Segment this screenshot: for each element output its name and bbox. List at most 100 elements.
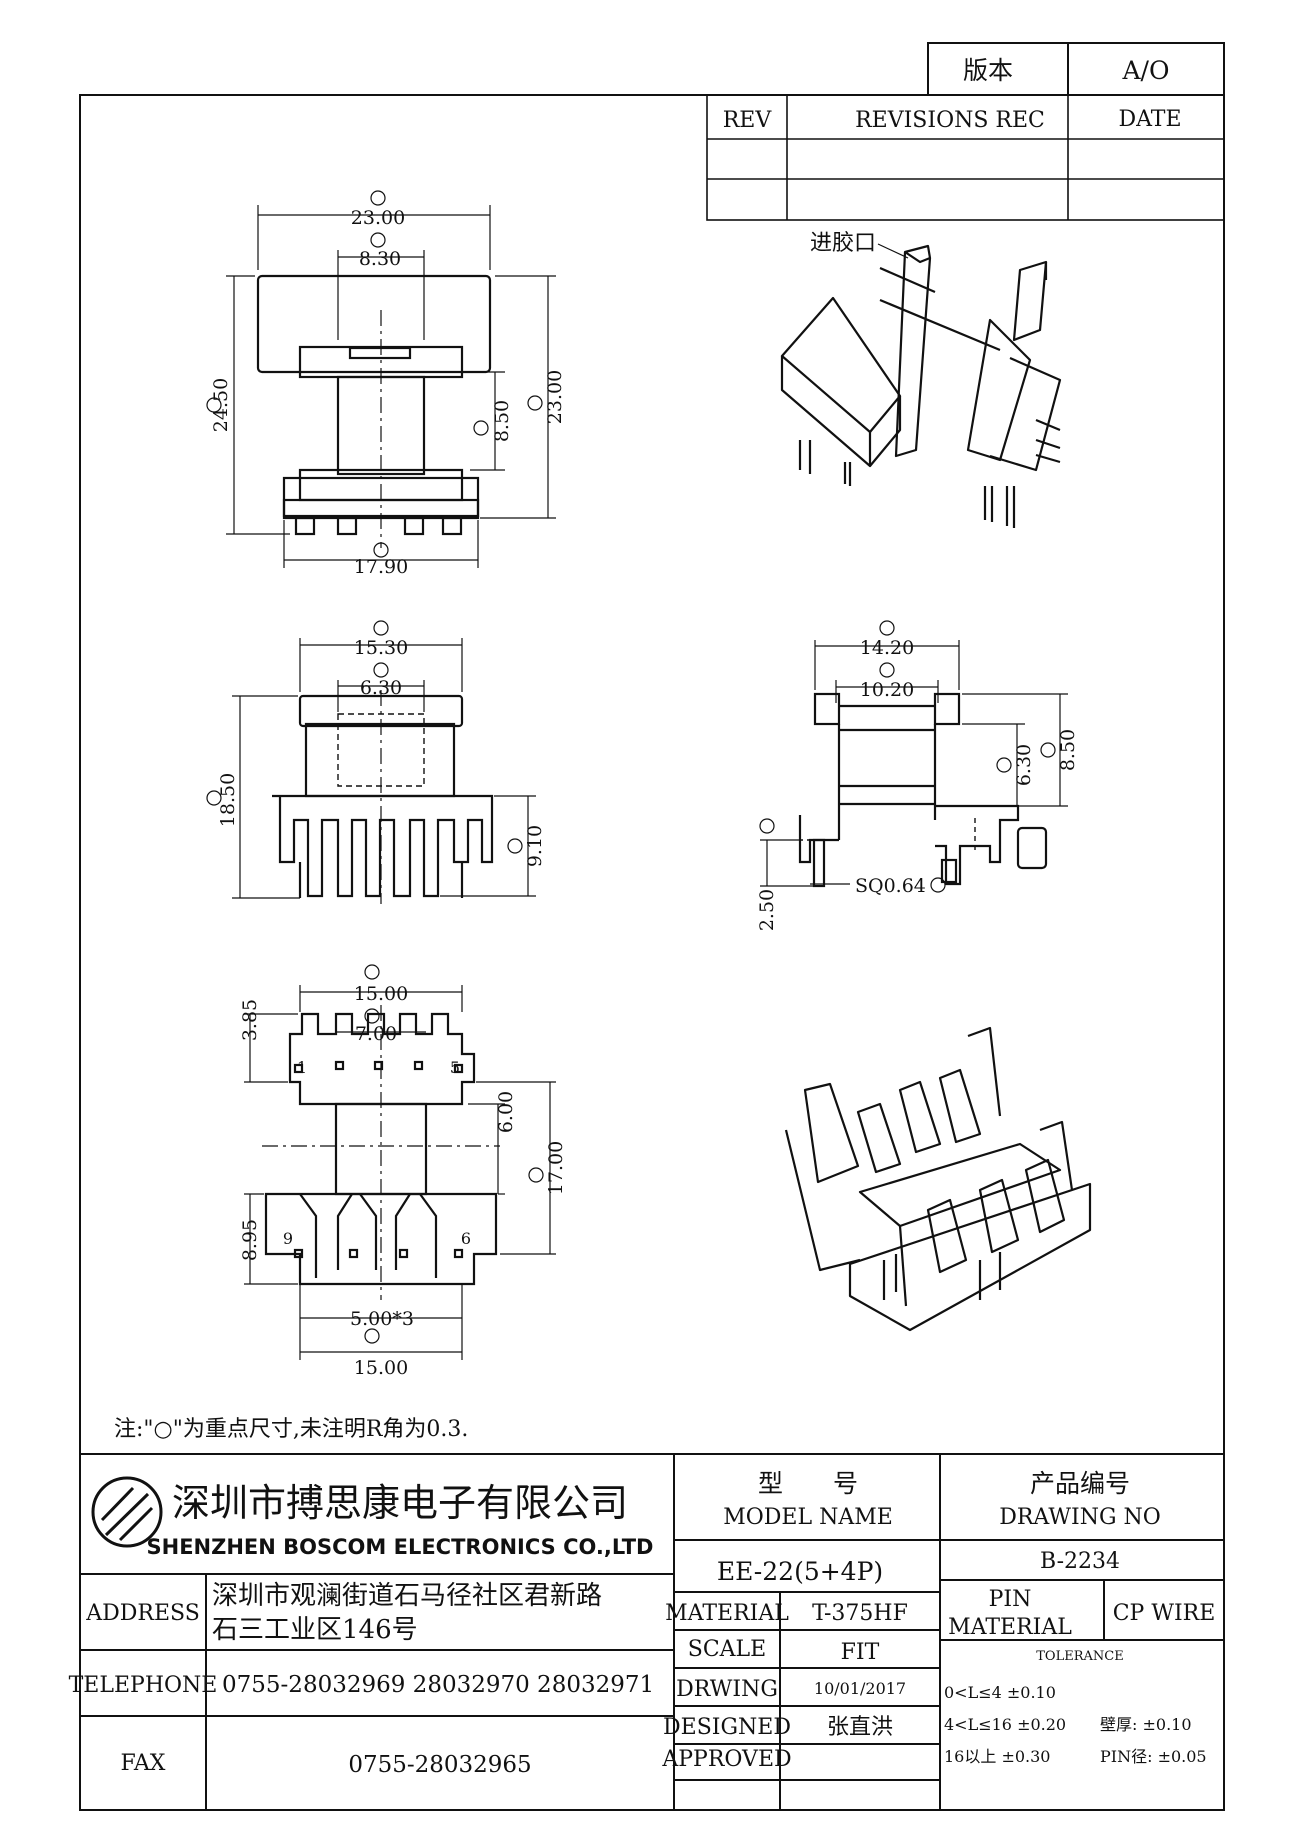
telephone-label: TELEPHONE [69,1673,218,1698]
side-view [272,694,494,898]
dim-marker-n [930,877,946,893]
tolerance-row-3: 16以上 ±0.30 [944,1747,1050,1766]
dim-marker-m [759,818,775,834]
injection-port-label: 进胶口 [810,231,876,256]
wall-tolerance: 壁厚: ±0.10 [1100,1715,1192,1734]
pin-material-label-2: MATERIAL [948,1615,1072,1640]
dim-marker-q [528,1167,544,1183]
dim-left-h: 8.95 [239,1219,261,1261]
dim-marker-g [373,620,389,636]
pin-tolerance: PIN径: ±0.05 [1100,1747,1207,1766]
dim-marker-t [364,1008,380,1024]
model-label-cn: 型 号 [758,1469,858,1498]
dim-marker-j [507,838,523,854]
dim-marker-k [879,620,895,636]
drawing-note: 注:"○"为重点尺寸,未注明R角为0.3. [114,1417,468,1442]
drawing-no-value: B-2234 [1040,1549,1120,1574]
dim-marker-b [370,232,386,248]
dim-q: 17.00 [545,1141,567,1195]
dim-marker-h [373,662,389,678]
tolerance-row-2: 4<L≤16 ±0.20 [944,1715,1066,1734]
fax-label: FAX [121,1751,166,1776]
fax-value: 0755-28032965 [348,1752,531,1778]
dim-mid: 6.00 [495,1091,517,1133]
address-label: ADDRESS [85,1601,200,1626]
drwing-value: 10/01/2017 [814,1679,906,1698]
version-label: 版本 [963,56,1013,85]
scale-value: FIT [841,1640,880,1665]
tolerance-label: TOLERANCE [1036,1649,1123,1664]
dim-e: 23.00 [544,370,566,424]
iso-view-top [780,244,1062,528]
version-value: A/O [1122,56,1170,85]
dim-r: 15.00 [354,1357,408,1379]
address-line-2: 石三工业区146号 [212,1615,418,1645]
dim-l: 10.20 [860,679,914,701]
dim-i: 18.50 [217,773,239,827]
dim-marker-d [473,420,489,436]
revision-table [706,94,1225,221]
material-label: MATERIAL [665,1601,789,1626]
drawing-no-label-cn: 产品编号 [1030,1469,1130,1498]
material-value: T-375HF [812,1601,908,1626]
iso-view-bottom [784,1026,1092,1332]
revisions-rec-header: REVISIONS REC [855,108,1045,133]
drwing-label: DRWING [676,1677,778,1702]
dim-marker-e [527,395,543,411]
front-dimension-lines [226,205,556,568]
pin-material-value: CP WIRE [1113,1601,1216,1626]
pin-label-6: 6 [461,1229,471,1248]
dim-p: 8.50 [1057,729,1079,771]
model-value: EE-22(5+4P) [717,1557,883,1586]
dim-marker-l [879,662,895,678]
designed-label: DESIGNED [663,1715,791,1740]
pin-label-9: 9 [283,1229,293,1248]
designed-value: 张直洪 [827,1715,893,1740]
dim-marker-i [206,790,222,806]
sheet-border [79,94,1225,1811]
dim-a: 23.00 [351,207,405,229]
dim-marker-f [373,542,389,558]
dim-f: 17.90 [354,556,408,578]
pin-label-1: 1 [297,1058,307,1077]
pin-material-label-1: PIN [989,1587,1032,1612]
dim-d: 8.50 [491,400,513,442]
dim-top-h: 3.85 [239,999,261,1041]
side-dimension-lines [232,638,536,899]
right-dimension-lines [760,640,1068,887]
dim-h: 6.30 [360,677,402,699]
dim-n: SQ0.64 [855,875,926,897]
dim-marker-a [370,190,386,206]
date-header: DATE [1118,107,1181,132]
dim-k: 14.20 [860,637,914,659]
bottom-dimension-lines [244,985,556,1360]
dim-marker-o [996,757,1012,773]
rev-header: REV [723,108,773,133]
dim-g: 15.30 [354,637,408,659]
company-name-cn: 深圳市搏思康电子有限公司 [172,1481,628,1525]
dim-t: 7.00 [355,1023,397,1045]
address-line-1: 深圳市观澜街道石马径社区君新路 [212,1581,602,1611]
dim-marker-s [364,964,380,980]
telephone-value: 0755-28032969 28032970 28032971 [222,1672,654,1698]
company-logo [91,1476,163,1548]
pin-label-5: 5 [450,1058,460,1077]
approved-label: APPROVED [661,1747,791,1772]
front-view [256,274,492,536]
drawing-no-label-en: DRAWING NO [999,1505,1161,1530]
right-view [798,692,1048,888]
dim-s: 15.00 [354,983,408,1005]
dim-marker-c [206,397,222,413]
title-block-grid [80,1453,1224,1810]
model-label-en: MODEL NAME [723,1505,893,1530]
scale-label: SCALE [688,1637,766,1662]
dim-pitch: 5.00*3 [350,1308,414,1330]
tolerance-row-1: 0<L≤4 ±0.10 [944,1683,1056,1702]
injection-port-leader [877,243,909,259]
dim-o: 6.30 [1013,744,1035,786]
dim-marker-r [364,1328,380,1344]
dim-m: 2.50 [756,889,778,931]
company-name-en: SHENZHEN BOSCOM ELECTRONICS CO.,LTD [147,1535,654,1559]
dim-j: 9.10 [524,825,546,867]
